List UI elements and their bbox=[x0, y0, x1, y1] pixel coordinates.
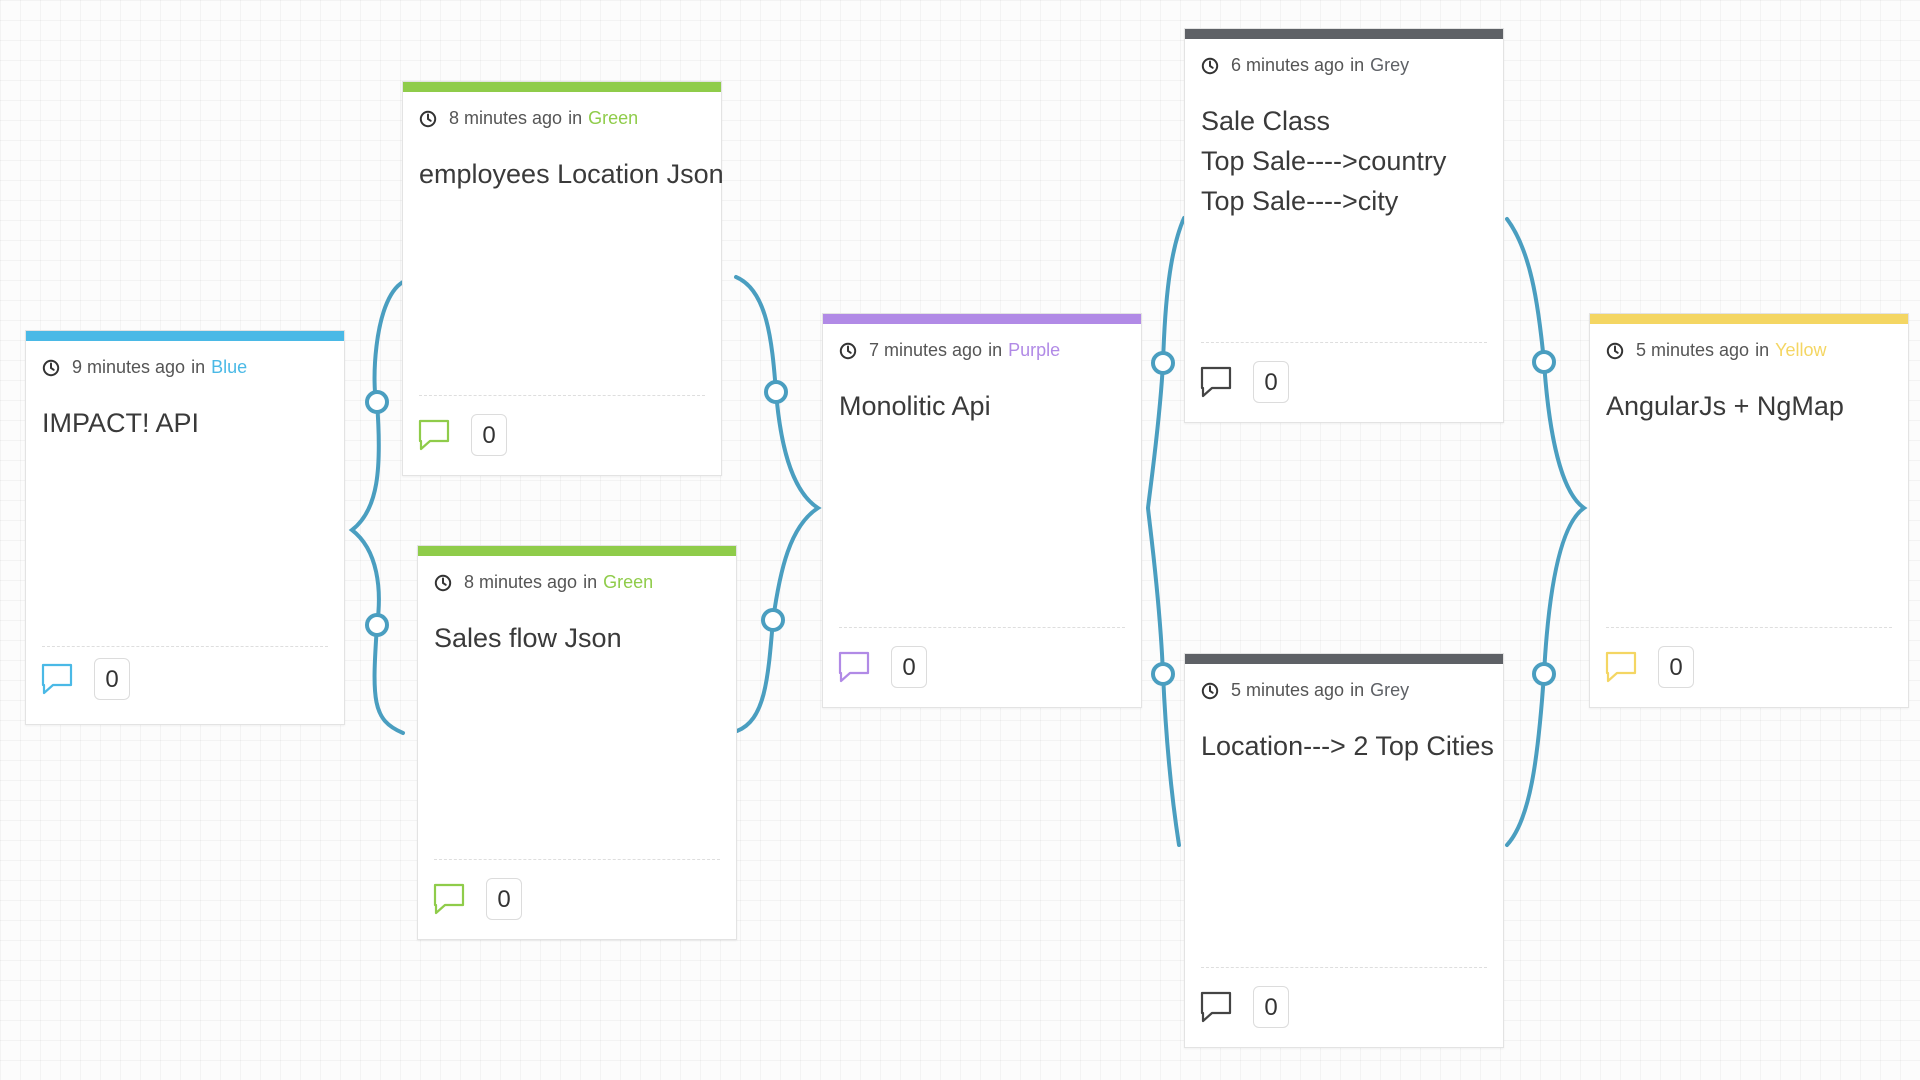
card-in-label: in bbox=[988, 340, 1003, 360]
card-color-bar bbox=[26, 331, 344, 341]
connector-node-icon[interactable] bbox=[365, 390, 389, 414]
comment-count: 0 bbox=[1253, 986, 1289, 1028]
card-title[interactable]: AngularJs + NgMap bbox=[1606, 386, 1896, 426]
card-color-bar bbox=[1185, 29, 1503, 39]
card-color-name[interactable]: Blue bbox=[211, 357, 248, 377]
card-color-name[interactable]: Yellow bbox=[1775, 340, 1827, 360]
comment-bubble-icon[interactable] bbox=[837, 650, 871, 684]
card-title-line: IMPACT! API bbox=[42, 408, 200, 438]
clock-icon bbox=[434, 574, 464, 592]
card-title[interactable]: Sales flow Json bbox=[434, 618, 724, 658]
clock-icon bbox=[1606, 342, 1636, 360]
card-color-bar bbox=[1185, 654, 1503, 664]
card-time: 9 minutes ago bbox=[72, 357, 186, 377]
connector-node-icon[interactable] bbox=[1151, 351, 1175, 375]
card-divider bbox=[42, 646, 328, 647]
card-in-label: in bbox=[568, 108, 583, 128]
card-title-line: Location---> 2 Top Cities bbox=[1201, 731, 1494, 761]
comment-count: 0 bbox=[1253, 361, 1289, 403]
card-divider bbox=[419, 395, 705, 396]
card-color-bar bbox=[403, 82, 721, 92]
card-color-bar bbox=[418, 546, 736, 556]
card-time: 5 minutes ago bbox=[1231, 680, 1345, 700]
comment-count: 0 bbox=[891, 646, 927, 688]
card-color-name[interactable]: Purple bbox=[1008, 340, 1061, 360]
card-title[interactable]: employees Location Json bbox=[419, 154, 724, 194]
comment-bubble-icon[interactable] bbox=[1199, 990, 1233, 1024]
connector-node-icon[interactable] bbox=[764, 380, 788, 404]
card-title-line: Monolitic Api bbox=[839, 391, 991, 421]
connector-node-icon[interactable] bbox=[1532, 662, 1556, 686]
comment-bubble-icon[interactable] bbox=[432, 882, 466, 916]
card-divider bbox=[434, 859, 720, 860]
card-color-bar bbox=[823, 314, 1141, 324]
card-time: 6 minutes ago bbox=[1231, 55, 1345, 75]
comment-bubble-icon[interactable] bbox=[40, 662, 74, 696]
card-time: 8 minutes ago bbox=[449, 108, 563, 128]
card-title-line: Top Sale---->country bbox=[1201, 146, 1447, 176]
card-divider bbox=[1201, 342, 1487, 343]
brace-json-to-monolitic bbox=[734, 275, 822, 733]
card-in-label: in bbox=[1350, 55, 1365, 75]
card-divider bbox=[839, 627, 1125, 628]
brace-impact-to-json bbox=[348, 280, 405, 735]
card-color-name[interactable]: Grey bbox=[1370, 680, 1410, 700]
card-time: 8 minutes ago bbox=[464, 572, 578, 592]
card-time: 7 minutes ago bbox=[869, 340, 983, 360]
comment-count: 0 bbox=[1658, 646, 1694, 688]
card-in-label: in bbox=[191, 357, 206, 377]
card-color-bar bbox=[1590, 314, 1908, 324]
clock-icon bbox=[1201, 682, 1231, 700]
card-in-label: in bbox=[583, 572, 598, 592]
card-title-line: AngularJs + NgMap bbox=[1606, 391, 1844, 421]
comment-bubble-icon[interactable] bbox=[1199, 365, 1233, 399]
card-color-name[interactable]: Green bbox=[603, 572, 654, 592]
clock-icon bbox=[419, 110, 449, 128]
comment-count: 0 bbox=[94, 658, 130, 700]
card-time: 5 minutes ago bbox=[1636, 340, 1750, 360]
card-title-line: employees Location Json bbox=[419, 159, 724, 189]
comment-bubble-icon[interactable] bbox=[1604, 650, 1638, 684]
card-title-line: Sales flow Json bbox=[434, 623, 622, 653]
card-in-label: in bbox=[1350, 680, 1365, 700]
card-color-name[interactable]: Grey bbox=[1370, 55, 1410, 75]
clock-icon bbox=[42, 359, 72, 377]
connector-node-icon[interactable] bbox=[365, 613, 389, 637]
card-in-label: in bbox=[1755, 340, 1770, 360]
card-title[interactable]: Location---> 2 Top Cities bbox=[1201, 726, 1494, 766]
card-divider bbox=[1606, 627, 1892, 628]
connector-node-icon[interactable] bbox=[1532, 350, 1556, 374]
comment-bubble-icon[interactable] bbox=[417, 418, 451, 452]
clock-icon bbox=[1201, 57, 1231, 75]
card-color-name[interactable]: Green bbox=[588, 108, 639, 128]
comment-count: 0 bbox=[486, 878, 522, 920]
card-title[interactable]: IMPACT! API bbox=[42, 403, 332, 443]
card-title-line: Top Sale---->city bbox=[1201, 186, 1399, 216]
brace-monolitic-to-grey bbox=[1145, 216, 1186, 847]
comment-count: 0 bbox=[471, 414, 507, 456]
card-title[interactable]: Monolitic Api bbox=[839, 386, 1129, 426]
card-divider bbox=[1201, 967, 1487, 968]
clock-icon bbox=[839, 342, 869, 360]
connector-node-icon[interactable] bbox=[761, 608, 785, 632]
card-title-line: Sale Class bbox=[1201, 106, 1331, 136]
brace-grey-to-angular bbox=[1505, 217, 1588, 847]
connector-node-icon[interactable] bbox=[1151, 662, 1175, 686]
